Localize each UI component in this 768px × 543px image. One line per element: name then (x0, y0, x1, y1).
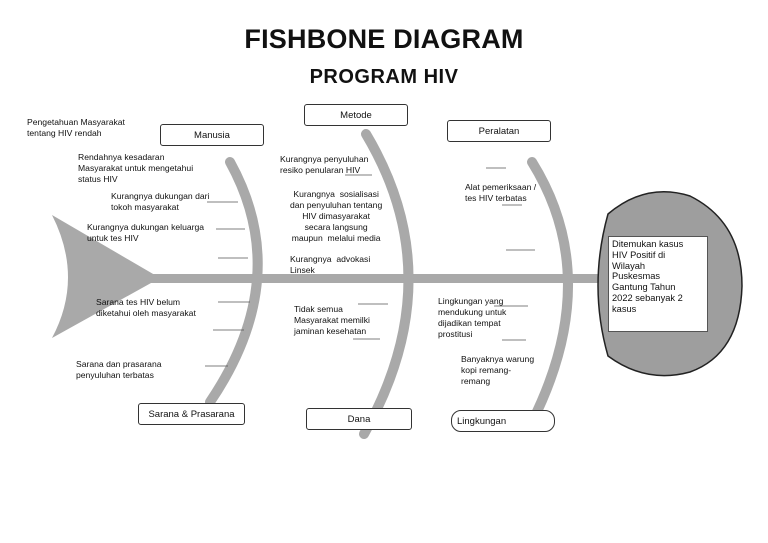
category-metode: Metode (304, 104, 408, 126)
category-lingkungan: Lingkungan (451, 410, 555, 432)
rib-peralatan (527, 157, 573, 427)
cause-peralatan-1: Alat pemeriksaan / tes HIV terbatas (465, 182, 537, 203)
cause-manusia-4: Kurangnya dukungan keluarga untuk tes HI… (87, 222, 205, 243)
fish-spine (120, 274, 604, 283)
category-sarana-prasarana: Sarana & Prasarana (138, 403, 245, 425)
cause-metode-1: Kurangnya penyuluhan resiko penularan HI… (280, 154, 369, 175)
fish-tail (52, 215, 160, 338)
diagram-subtitle: PROGRAM HIV (309, 66, 459, 88)
cause-manusia-3: Kurangnya dukungan dari tokoh masyarakat (111, 191, 210, 212)
cause-sarana-2: Sarana dan prasarana penyuluhan terbatas (76, 359, 162, 380)
cause-dana-1: Tidak semua Masyarakat memilki jaminan k… (294, 304, 370, 336)
rib-metode (359, 129, 414, 439)
cause-lingkungan-1: Lingkungan yang mendukung untuk dijadika… (438, 296, 507, 339)
effect-text: Ditemukan kasus HIV Positif di Wilayah P… (612, 239, 684, 314)
effect-box: Ditemukan kasus HIV Positif di Wilayah P… (608, 236, 708, 332)
cause-manusia-2: Rendahnya kesadaran Masyarakat untuk men… (78, 152, 194, 184)
cause-lingkungan-2: Banyaknya warung kopi remang- remang (461, 354, 535, 386)
cause-metode-2: Kurangnya sosialisasi dan penyuluhan ten… (290, 189, 383, 243)
category-peralatan: Peralatan (447, 120, 551, 142)
cause-metode-3: Kurangnya advokasi Linsek (290, 254, 371, 275)
rib-manusia (205, 157, 263, 407)
cause-sarana-1: Sarana tes HIV belum diketahui oleh masy… (96, 297, 196, 318)
cause-manusia-1: Pengetahuan Masyarakat tentang HIV renda… (27, 117, 125, 138)
category-manusia: Manusia (160, 124, 264, 146)
category-dana: Dana (306, 408, 412, 430)
diagram-title: FISHBONE DIAGRAM (244, 24, 524, 54)
